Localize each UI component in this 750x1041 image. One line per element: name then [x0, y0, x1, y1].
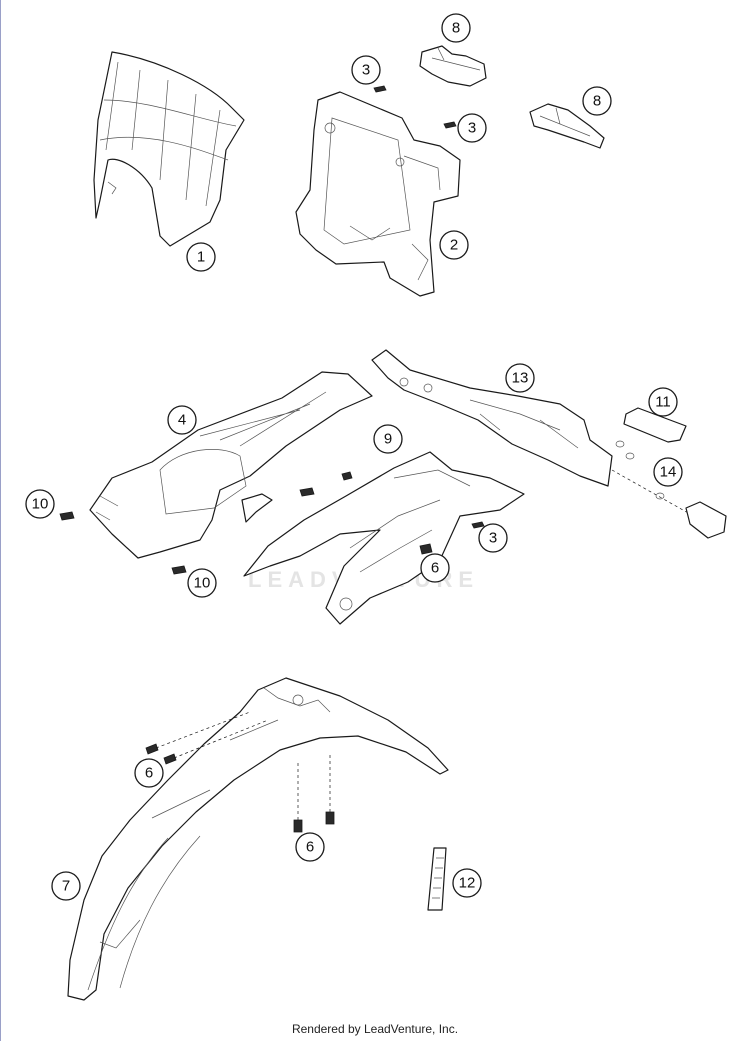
callout-8b: 8	[582, 86, 612, 116]
screw-3a	[373, 85, 387, 93]
svg-text:8: 8	[452, 20, 460, 37]
screw-10-left	[59, 511, 75, 521]
screw-3b	[443, 121, 457, 129]
part-pad-12	[427, 847, 447, 911]
part-license-holder	[371, 349, 727, 539]
part-front-fender	[67, 677, 449, 1001]
callout-3b: 3	[457, 113, 487, 143]
svg-text:10: 10	[194, 575, 211, 592]
callout-3c: 3	[478, 523, 508, 553]
callout-6c: 6	[295, 832, 325, 862]
callout-12: 12	[452, 868, 482, 898]
callout-8a: 8	[441, 13, 471, 43]
svg-text:11: 11	[655, 394, 671, 411]
left-edge-line	[0, 0, 1, 1041]
callout-10a: 10	[25, 489, 55, 519]
callout-7: 7	[51, 871, 81, 901]
svg-text:8: 8	[593, 93, 601, 110]
screw-extra-mid	[299, 471, 353, 497]
part-rear-fender-seat	[89, 371, 373, 559]
callout-13: 13	[505, 363, 535, 393]
part-clamp-lower	[529, 103, 605, 149]
callout-3a: 3	[351, 55, 381, 85]
screw-10-right	[171, 565, 187, 575]
callout-2: 2	[439, 230, 469, 260]
svg-text:10: 10	[32, 496, 49, 513]
callout-14: 14	[653, 457, 683, 487]
svg-text:14: 14	[660, 464, 677, 481]
footer-credit: Rendered by LeadVenture, Inc.	[291, 1022, 459, 1036]
callout-4: 4	[167, 405, 197, 435]
part-washers-14	[615, 440, 665, 500]
callout-1: 1	[186, 242, 216, 272]
svg-text:6: 6	[306, 839, 314, 856]
callout-11: 11	[648, 387, 678, 417]
callout-10b: 10	[187, 568, 217, 598]
svg-text:4: 4	[178, 412, 186, 429]
part-headlight-bracket	[295, 91, 461, 297]
screw-3c	[471, 521, 485, 529]
callout-6a: 6	[420, 553, 450, 583]
part-headlight-mask	[93, 51, 245, 247]
svg-text:6: 6	[431, 560, 439, 577]
svg-text:3: 3	[362, 62, 370, 79]
callout-9: 9	[373, 424, 403, 454]
svg-text:9: 9	[384, 431, 392, 448]
bolt-6-rear	[419, 543, 433, 555]
svg-text:12: 12	[459, 875, 476, 892]
svg-text:3: 3	[468, 120, 476, 137]
part-reflector	[623, 407, 687, 443]
bolts-6-front	[145, 711, 335, 833]
part-clamp-upper	[419, 45, 487, 87]
part-side-panel	[243, 451, 525, 625]
svg-text:3: 3	[489, 530, 497, 547]
svg-text:2: 2	[450, 237, 458, 254]
svg-text:1: 1	[197, 249, 205, 266]
svg-text:6: 6	[145, 765, 153, 782]
svg-text:7: 7	[62, 878, 70, 895]
callout-6b: 6	[134, 758, 164, 788]
svg-text:13: 13	[512, 370, 529, 387]
